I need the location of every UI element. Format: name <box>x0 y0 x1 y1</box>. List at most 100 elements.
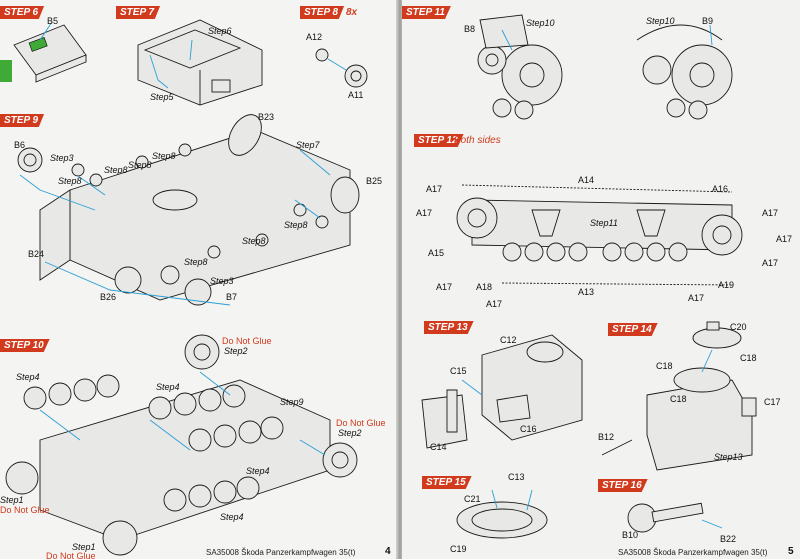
step10-ref-step1b: Step1 <box>72 542 96 552</box>
step-6-tab: STEP 6 <box>0 6 45 19</box>
step-ref-step7: Step7 <box>296 140 320 150</box>
part-label-a17-h: A17 <box>688 293 705 303</box>
step-8-tab: STEP 8 <box>300 6 345 19</box>
step-16-tab: STEP 16 <box>598 479 648 492</box>
step14-ref-step13: Step13 <box>714 452 743 462</box>
do-not-glue-note-2: Do Not Glue <box>336 418 386 428</box>
right-page-number: 5 <box>788 546 794 557</box>
step10-ref-step4d: Step4 <box>220 512 244 522</box>
part-label-c17: C17 <box>764 397 781 407</box>
part-label-b25: B25 <box>366 176 383 186</box>
step9-hull-drawing <box>17 114 360 306</box>
part-label-c15: C15 <box>450 366 467 376</box>
step10-ref-step4c: Step4 <box>246 466 270 476</box>
step9-ref-step8f: Step8 <box>284 220 308 230</box>
part-label-c18-a: C18 <box>740 353 757 363</box>
step11-ref-step10b: Step10 <box>646 16 675 26</box>
left-page-footer: SA35008 Škoda Panzerkampfwagen 35(t) <box>206 548 356 557</box>
part-label-c21: C21 <box>464 494 481 504</box>
part-label-c14: C14 <box>430 442 447 452</box>
part-label-a17-d: A17 <box>776 234 793 244</box>
part-label-c12: C12 <box>500 335 517 345</box>
part-label-a17-g: A17 <box>486 299 503 309</box>
part-label-b8: B8 <box>464 24 476 34</box>
step-7-tab: STEP 7 <box>116 6 161 19</box>
step6-plate-drawing <box>13 21 87 83</box>
step16-gun-drawing <box>627 502 723 533</box>
step9-ref-step8c: Step8 <box>128 160 152 170</box>
step10-ref-step4a: Step4 <box>16 372 40 382</box>
part-label-b26: B26 <box>100 292 117 302</box>
part-label-a19: A19 <box>718 280 735 290</box>
part-label-a14: A14 <box>578 175 595 185</box>
green-margin-tab <box>0 60 12 82</box>
step-14-tab: STEP 14 <box>608 323 658 336</box>
step-13-tab: STEP 13 <box>424 321 474 334</box>
step10-ref-step2a: Step2 <box>224 346 248 356</box>
part-label-a17-f: A17 <box>436 282 453 292</box>
part-label-b24: B24 <box>28 249 45 259</box>
step-9-tab: STEP 9 <box>0 114 45 127</box>
step8-wheel-drawing <box>315 48 368 88</box>
step10-ref-step1a: Step1 <box>0 495 24 505</box>
step11-drive-wheel-drawing <box>477 14 733 120</box>
part-label-a17-a: A17 <box>426 184 443 194</box>
step-ref-step5: Step5 <box>150 92 174 102</box>
part-label-a15: A15 <box>428 248 445 258</box>
step7-hull-drawing <box>137 19 263 106</box>
right-page-drawings <box>421 14 757 539</box>
part-label-b7: B7 <box>226 292 238 302</box>
step9-ref-step8d: Step8 <box>152 151 176 161</box>
right-page: STEP 11 STEP 12 Both sides STEP 13 STEP … <box>402 0 800 559</box>
part-label-b12: B12 <box>598 432 615 442</box>
do-not-glue-note-1: Do Not Glue <box>222 336 272 346</box>
part-label-c19: C19 <box>450 544 467 554</box>
part-label-b10: B10 <box>622 530 639 540</box>
step9-ref-step8a: Step8 <box>58 176 82 186</box>
step-ref-step6: Step6 <box>208 26 232 36</box>
left-page: STEP 6 STEP 7 STEP 8 8x STEP 9 STEP 10 B… <box>0 0 398 559</box>
part-label-c13: C13 <box>508 472 525 482</box>
part-label-b6: B6 <box>14 140 26 150</box>
left-page-drawings <box>5 19 368 556</box>
step-12-tab: STEP 12 <box>414 134 464 147</box>
step10-ref-step9: Step9 <box>280 397 304 407</box>
step-15-tab: STEP 15 <box>422 476 472 489</box>
part-label-a11: A11 <box>348 90 364 100</box>
step14-turret-drawing <box>601 321 757 471</box>
step-10-tab: STEP 10 <box>0 339 50 352</box>
step9-ref-step8g: Step8 <box>184 257 208 267</box>
step15-turret-ring-drawing <box>456 489 548 539</box>
part-label-b23: B23 <box>258 112 275 122</box>
step13-hull-top-drawing <box>421 334 583 449</box>
step9-ref-step8b: Step8 <box>104 165 128 175</box>
step10-suspension-drawing <box>5 334 358 556</box>
step-12-both-sides: Both sides <box>454 135 501 146</box>
part-label-b22: B22 <box>720 534 737 544</box>
part-label-a18: A18 <box>476 282 493 292</box>
step10-ref-step2b: Step2 <box>338 428 362 438</box>
part-label-c18-c: C18 <box>670 394 687 404</box>
part-label-a12: A12 <box>306 32 323 42</box>
step9-ref-step8e: Step8 <box>242 236 266 246</box>
right-page-footer: SA35008 Škoda Panzerkampfwagen 35(t) <box>618 548 768 557</box>
part-label-a17-e: A17 <box>762 258 779 268</box>
step-11-tab: STEP 11 <box>402 6 451 19</box>
part-label-c16: C16 <box>520 424 537 434</box>
part-label-a13: A13 <box>578 287 595 297</box>
step12-track-drawing <box>456 184 743 286</box>
step9-ref-step3a: Step3 <box>50 153 74 163</box>
step9-ref-step3b: Step3 <box>210 276 234 286</box>
step11-ref-step10a: Step10 <box>526 18 555 28</box>
part-label-a17-c: A17 <box>762 208 779 218</box>
book-gutter <box>396 0 404 559</box>
do-not-glue-note-4: Do Not Glue <box>46 551 96 559</box>
do-not-glue-note-3: Do Not Glue <box>0 505 50 515</box>
step-8-quantity: 8x <box>346 7 358 18</box>
part-label-b9: B9 <box>702 16 714 26</box>
step10-ref-step4b: Step4 <box>156 382 180 392</box>
part-label-a17-b: A17 <box>416 208 433 218</box>
part-label-a16: A16 <box>712 184 729 194</box>
part-label-c20: C20 <box>730 322 747 332</box>
